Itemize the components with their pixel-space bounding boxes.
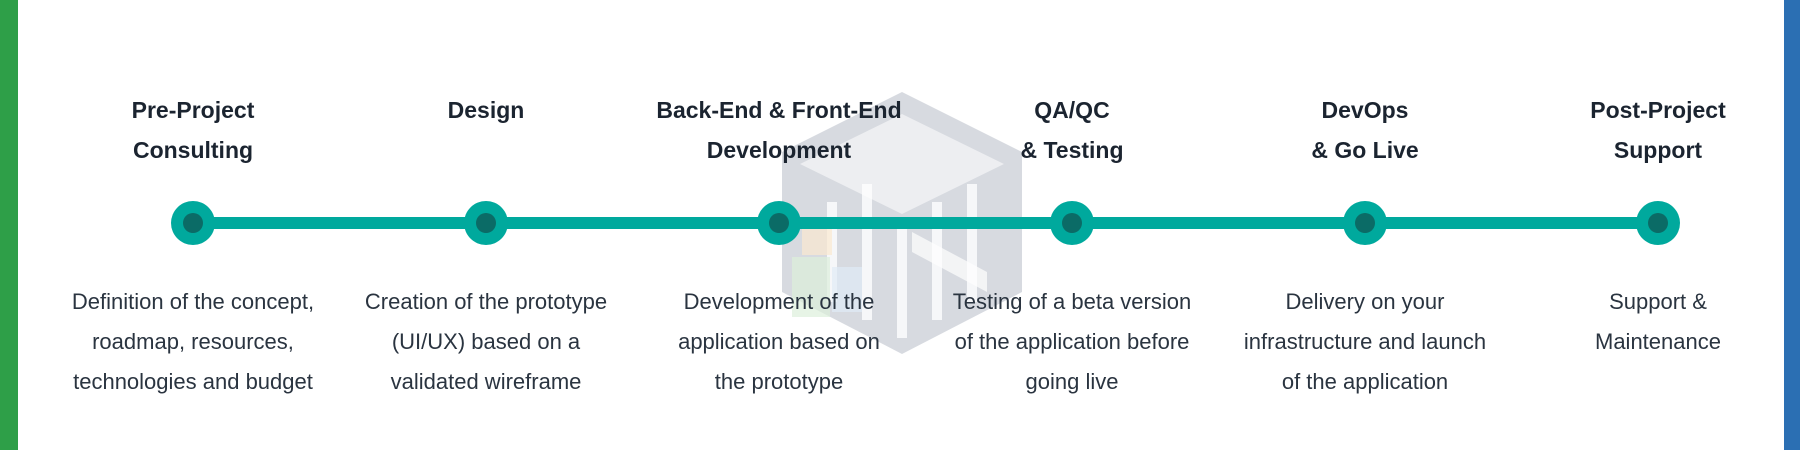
step-title: Post-Project Support [1590, 97, 1726, 163]
timeline-node-core [476, 213, 496, 233]
step-title: Design [447, 97, 525, 123]
timeline-node-core [1062, 213, 1082, 233]
timeline-node-icon [757, 201, 801, 245]
timeline-node-icon [464, 201, 508, 245]
timeline-node-icon [1636, 201, 1680, 245]
step-title: DevOps & Go Live [1311, 97, 1419, 163]
step-title: Back-End & Front-End Development [656, 97, 902, 163]
timeline-node-core [183, 213, 203, 233]
step-description: Testing of a beta version of the applica… [952, 289, 1192, 394]
step-description: Creation of the prototype (UI/UX) based … [364, 289, 608, 394]
step-description: Delivery on your infrastructure and laun… [1243, 289, 1487, 394]
right-accent-bar [1784, 0, 1800, 450]
timeline-node-icon [1343, 201, 1387, 245]
step-description: Definition of the concept, roadmap, reso… [71, 289, 315, 394]
step-description: Development of the application based on … [678, 289, 880, 394]
timeline-node-core [769, 213, 789, 233]
step-title: Pre-Project Consulting [131, 97, 255, 163]
timeline-node-icon [171, 201, 215, 245]
step-title: QA/QC & Testing [1020, 97, 1124, 163]
timeline-node-icon [1050, 201, 1094, 245]
timeline-node-core [1355, 213, 1375, 233]
timeline-node-core [1648, 213, 1668, 233]
left-accent-bar [0, 0, 18, 450]
timeline-connector-line [193, 217, 1658, 229]
step-description: Support & Maintenance [1595, 289, 1721, 354]
